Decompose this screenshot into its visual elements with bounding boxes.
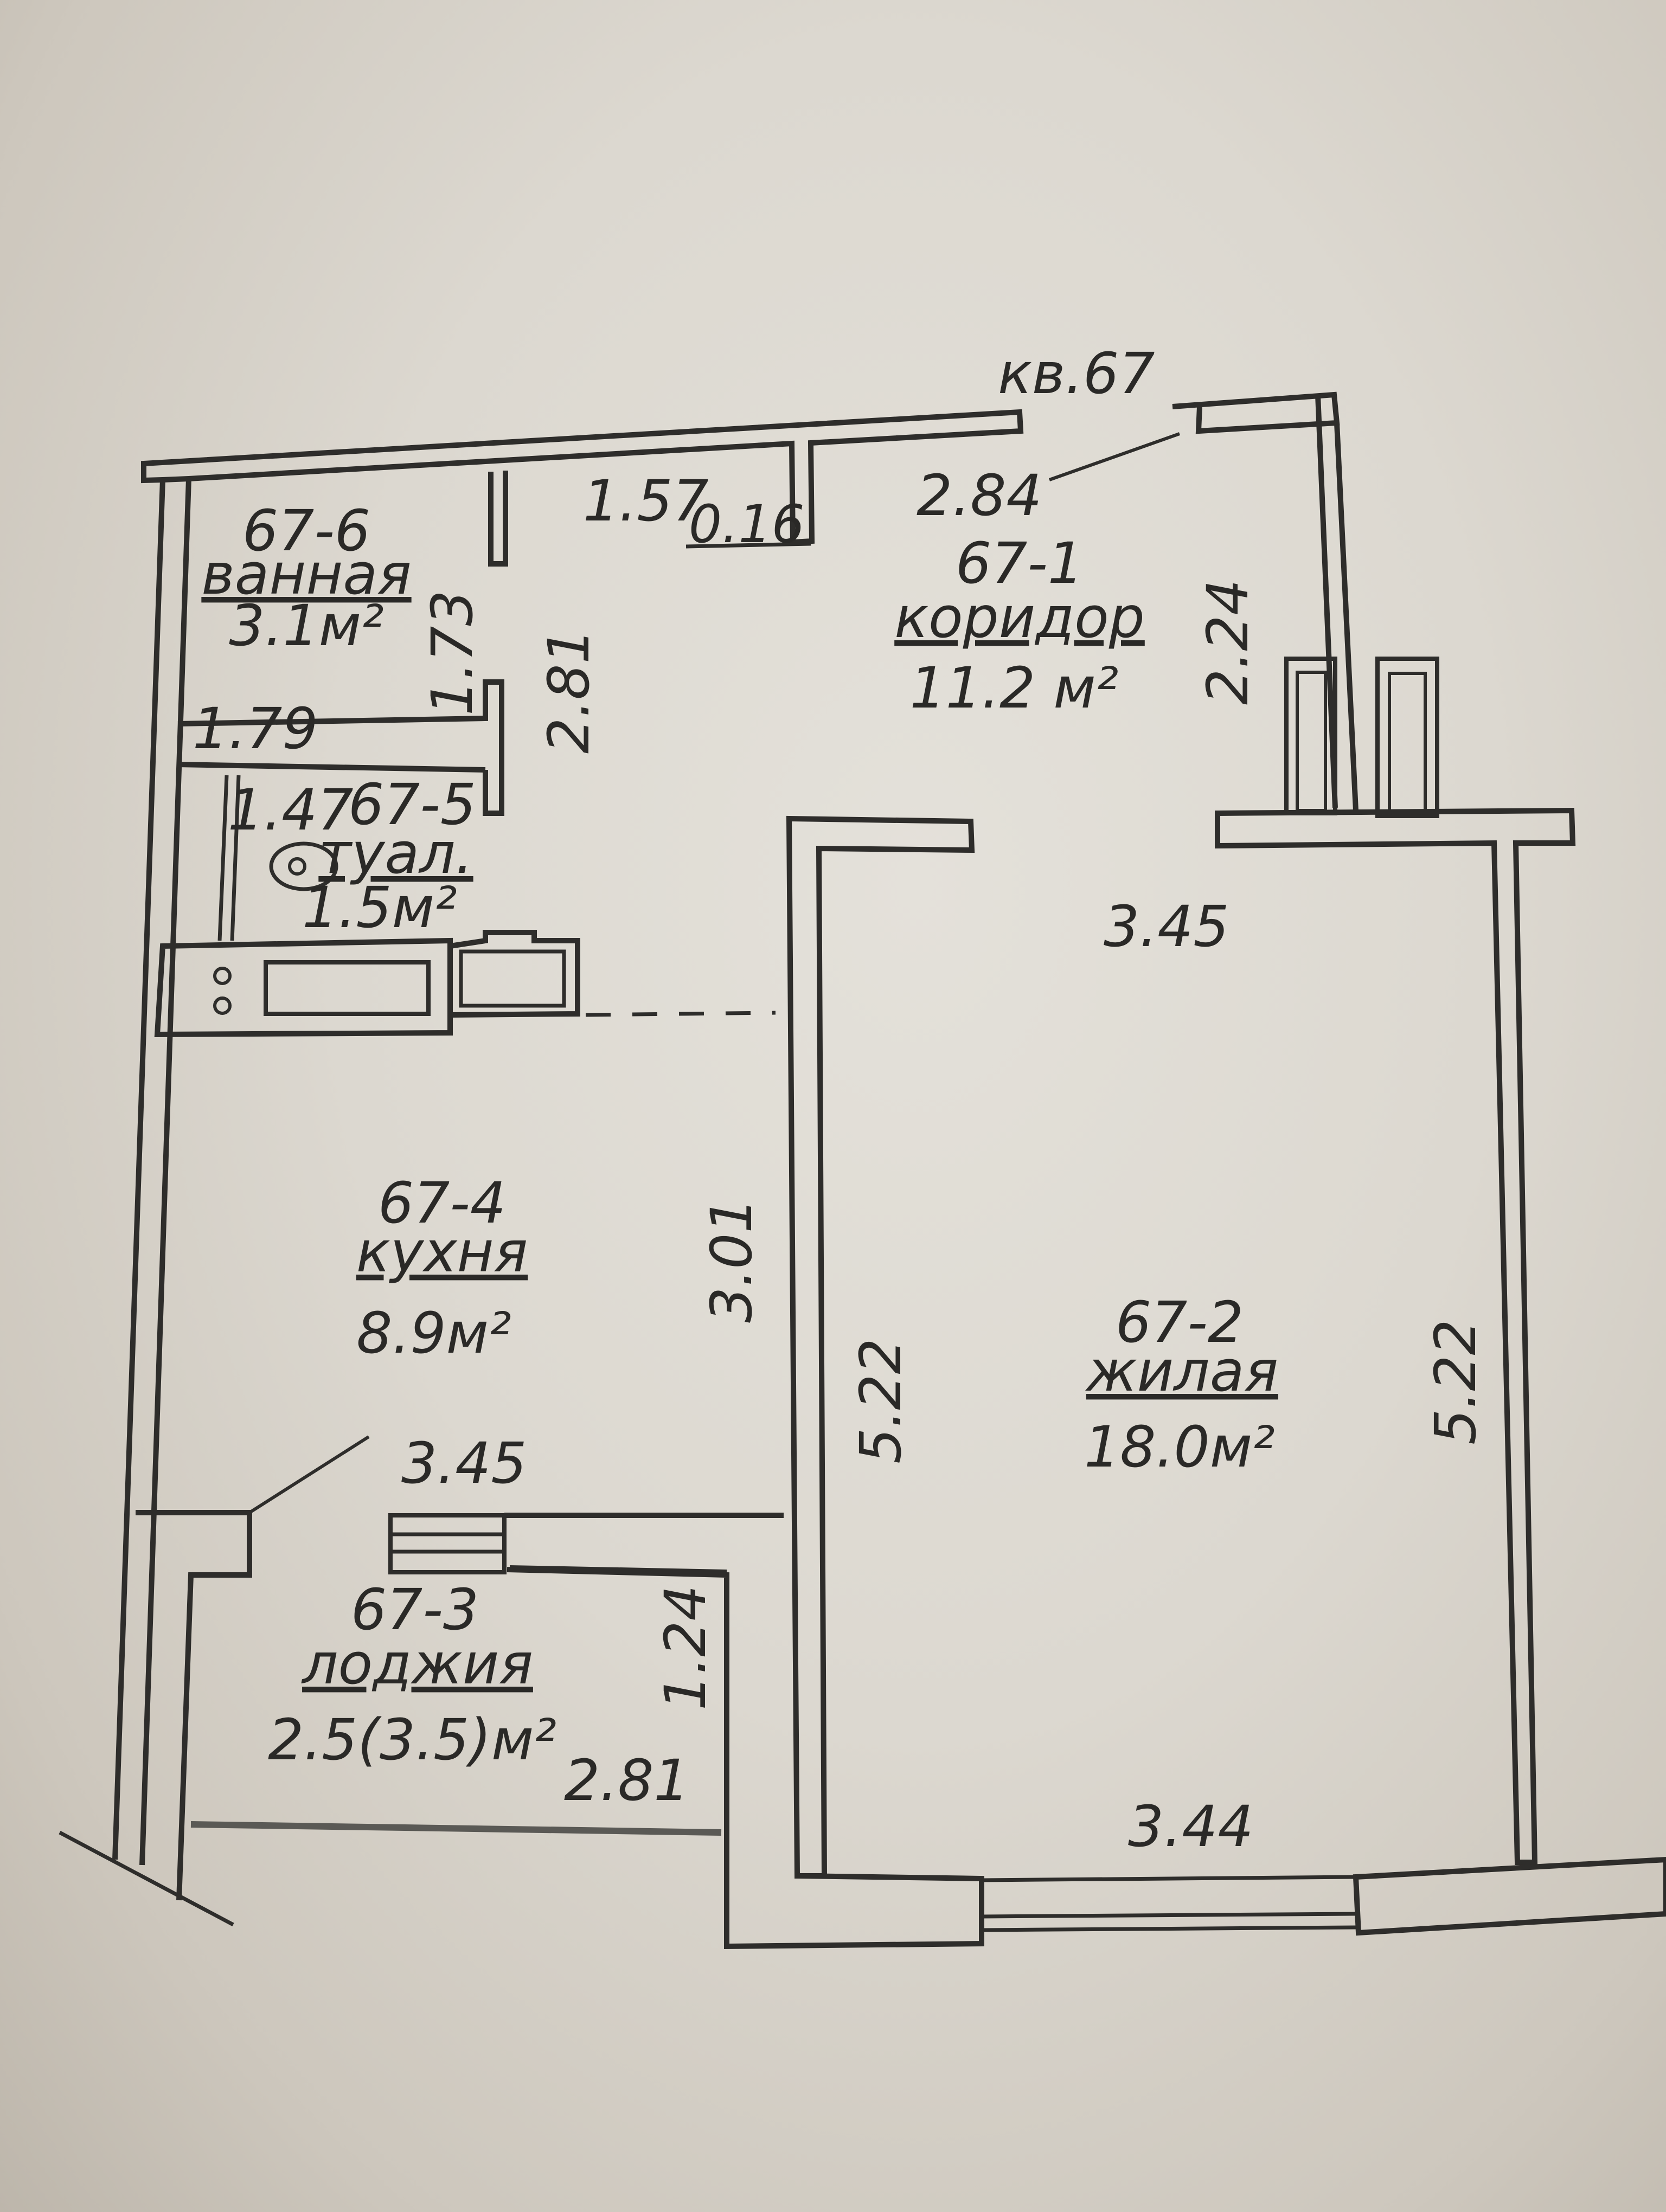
corridor-right-wall (1172, 391, 1340, 434)
room-4-name: кухня (356, 1219, 528, 1285)
room-3-name: лоджия (301, 1631, 533, 1697)
dim-2-24: 2.24 (1195, 579, 1261, 705)
dim-1-57: 1.57 (583, 468, 709, 534)
right-bottom-wall (1353, 1856, 1666, 1936)
room-1-id: 67-1 (956, 530, 1084, 596)
dim-2-81-bottom: 2.81 (564, 1747, 690, 1814)
sink-block (450, 930, 580, 1018)
room-3-area: 2.5(3.5)м² (268, 1707, 556, 1773)
toilet-bowl (269, 841, 338, 891)
room-2-area: 18.0м² (1084, 1414, 1275, 1480)
loggia-top-wall (136, 1510, 784, 1901)
dim-5-22-left: 5.22 (848, 1338, 914, 1464)
closet-left-inner (1296, 671, 1327, 812)
loggia-diagonal-edge (59, 1830, 234, 1927)
bathroom-bottom-partition (177, 679, 504, 816)
room-labels: 67-6 ванная 3.1м² 67-1 коридор 11.2 м² 6… (201, 498, 1278, 1773)
dim-1-79: 1.79 (193, 696, 318, 762)
stove-knob-2 (213, 996, 232, 1015)
room-6-name: ванная (201, 541, 411, 607)
room-1-area: 11.2 м² (910, 655, 1119, 721)
apartment-label: кв.67 (998, 340, 1155, 407)
leader-2-84 (1048, 432, 1181, 481)
window-bottom (981, 1875, 1356, 1932)
room-3-id: 67-3 (351, 1577, 479, 1643)
room-4-id: 67-4 (378, 1170, 506, 1236)
dim-2-81-top: 2.81 (536, 628, 602, 754)
toilet-bowl-inner (288, 857, 306, 876)
dim-3-44: 3.44 (1128, 1793, 1254, 1860)
loggia-door-lines (390, 1532, 504, 1554)
dim-1-73: 1.73 (419, 590, 485, 716)
dim-3-45-top: 3.45 (1104, 893, 1229, 960)
room-6-area: 3.1м² (229, 593, 384, 659)
toilet-bottom-wall (154, 937, 453, 1038)
room-4-area: 8.9м² (356, 1300, 511, 1366)
room-5-area: 1.5м² (302, 874, 457, 941)
corridor-right-wall-vertical (1315, 394, 1359, 811)
living-room-top-wall (1215, 807, 1576, 1865)
room-5-id: 67-5 (348, 771, 476, 838)
dimension-labels: 1.57 0.16 2.84 2.24 1.73 2.81 1.79 1.47 … (193, 462, 1489, 1860)
loggia-sill (190, 1821, 722, 1836)
stove-knob-1 (213, 967, 232, 985)
dim-3-01: 3.01 (699, 1197, 765, 1323)
room-1-name: коридор (894, 584, 1145, 651)
room-2-name: жилая (1085, 1338, 1278, 1404)
bathroom-bottom-partition-2 (176, 762, 486, 773)
loggia-door (388, 1513, 507, 1574)
room-5-name: туал. (318, 820, 473, 886)
dim-5-22-right: 5.22 (1422, 1319, 1489, 1445)
dim-2-84: 2.84 (917, 462, 1042, 529)
dim-1-24: 1.24 (652, 1585, 719, 1711)
dim-0-16: 0.16 (689, 494, 805, 555)
dim-1-47: 1.47 (228, 777, 354, 843)
sink (459, 949, 566, 1008)
niche-0-16 (685, 542, 811, 549)
left-outer-wall (112, 478, 191, 1866)
leader-3-45-bottom (248, 1435, 370, 1514)
room-6-id: 67-6 (242, 498, 370, 564)
walls (59, 391, 1666, 1950)
top-outer-wall (141, 409, 1024, 545)
stove (264, 960, 431, 1016)
dim-3-45-bottom: 3.45 (401, 1430, 527, 1496)
leader-lines (248, 432, 1181, 1514)
closet-right (1375, 657, 1439, 818)
closet-right-inner (1388, 672, 1427, 815)
kitchen-dashed-boundary (585, 1011, 776, 1017)
bathroom-top-partition (488, 471, 508, 567)
toilet-wall-lines (217, 775, 241, 941)
room-2-id: 67-2 (1116, 1289, 1244, 1355)
